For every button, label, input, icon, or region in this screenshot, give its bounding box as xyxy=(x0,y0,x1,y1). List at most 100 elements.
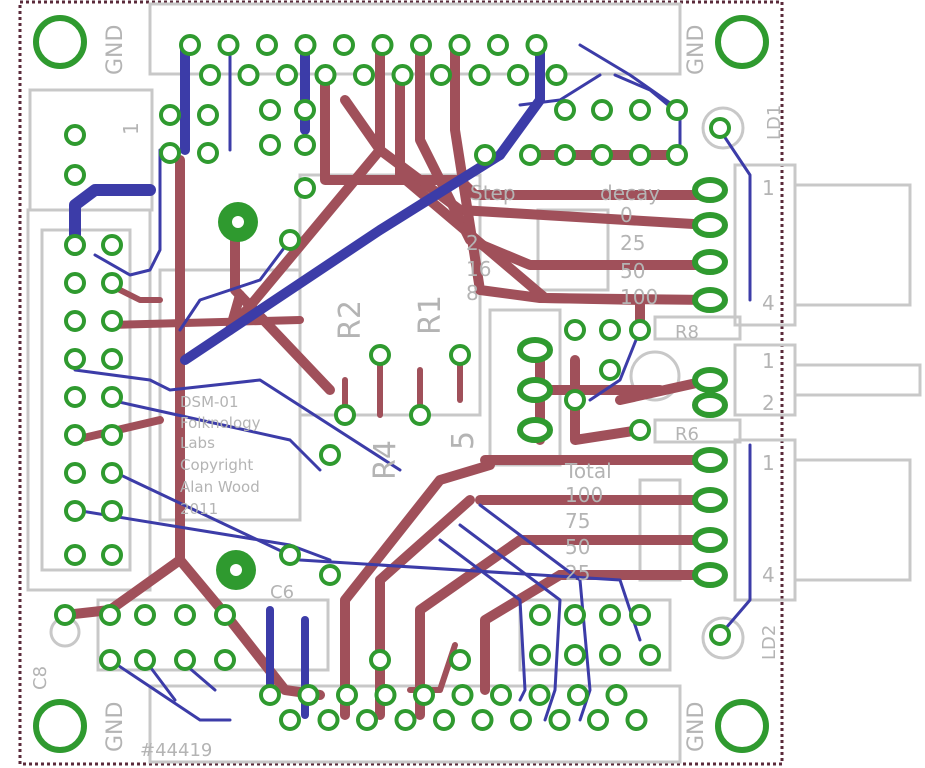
pad xyxy=(629,419,651,441)
total-value-50: 50 xyxy=(565,535,590,559)
conn-top-pin-1: 1 xyxy=(762,176,775,200)
pad xyxy=(179,34,201,56)
pad xyxy=(451,684,474,706)
pad xyxy=(413,684,435,706)
pad xyxy=(334,404,356,426)
pad xyxy=(449,344,471,366)
part-number: #44419 xyxy=(140,740,212,761)
connector-pad xyxy=(692,367,728,393)
pad xyxy=(507,64,529,86)
pad xyxy=(64,424,86,446)
pad xyxy=(625,709,648,731)
pad xyxy=(101,310,123,332)
pad xyxy=(101,272,123,294)
pad xyxy=(468,64,491,86)
label-r8: R8 xyxy=(675,322,699,343)
pad xyxy=(564,604,586,626)
pad xyxy=(294,34,317,56)
pad xyxy=(430,64,452,86)
pad xyxy=(371,34,394,56)
pad xyxy=(564,319,586,341)
pad xyxy=(314,64,337,86)
pad xyxy=(101,544,123,566)
pad xyxy=(174,649,196,671)
pad xyxy=(64,544,86,566)
pad xyxy=(639,644,661,666)
pad xyxy=(237,64,260,86)
mounting-holes xyxy=(33,15,769,753)
silkscreen-outlines xyxy=(26,2,922,764)
pad xyxy=(709,117,731,139)
pad xyxy=(101,462,123,484)
conn-mid-pin-1: 1 xyxy=(762,349,775,373)
pad xyxy=(394,709,417,731)
connector-pad xyxy=(692,287,728,313)
pad xyxy=(259,684,281,706)
pad xyxy=(666,144,688,166)
pad xyxy=(599,644,621,666)
pad xyxy=(64,500,86,522)
conn-bot-pin-1: 1 xyxy=(762,451,775,475)
pad xyxy=(605,684,628,706)
pad xyxy=(353,64,375,86)
connector-pad xyxy=(692,562,728,588)
pad xyxy=(217,34,240,56)
pad xyxy=(629,144,651,166)
pad xyxy=(591,99,613,121)
pad xyxy=(64,310,86,332)
pad xyxy=(599,604,621,626)
pad xyxy=(64,164,86,186)
bottom-copper-traces xyxy=(69,40,752,722)
pad xyxy=(525,34,548,56)
label-c6: C6 xyxy=(270,582,294,603)
pad xyxy=(629,319,651,341)
label-r2: R2 xyxy=(333,300,368,340)
connector-pad xyxy=(692,177,728,203)
gnd-label-top-right: GND xyxy=(684,25,709,75)
label-ld1: LD1 xyxy=(764,105,785,140)
pad xyxy=(529,644,551,666)
conn-mid-pin-2: 2 xyxy=(762,391,775,415)
pad xyxy=(64,348,86,370)
pad xyxy=(471,709,494,731)
board-outline xyxy=(18,0,784,766)
pad xyxy=(64,124,86,146)
pad xyxy=(510,709,532,731)
total-header: Total xyxy=(564,459,612,483)
pad xyxy=(199,64,221,86)
pad xyxy=(279,709,301,731)
pad xyxy=(709,624,731,646)
pad xyxy=(134,649,156,671)
pad xyxy=(599,319,621,341)
pad xyxy=(599,359,621,381)
step-value-25: 25 xyxy=(620,231,645,255)
pad xyxy=(99,604,121,626)
pad xyxy=(159,104,181,126)
label-connector-1: 1 xyxy=(119,122,143,135)
step-number-2: 2 xyxy=(466,231,479,255)
total-value-25: 25 xyxy=(565,561,590,585)
connector-pad xyxy=(517,377,553,403)
pad xyxy=(319,444,341,466)
connector-pad xyxy=(517,417,553,443)
pad xyxy=(448,34,471,56)
step-number-16: 16 xyxy=(466,257,491,281)
step-number-8: 8 xyxy=(466,281,479,305)
pad xyxy=(519,144,541,166)
pad xyxy=(629,99,651,121)
pad xyxy=(564,389,586,411)
pad xyxy=(487,34,509,56)
pad xyxy=(567,684,589,706)
pad xyxy=(297,684,320,706)
pad xyxy=(666,99,688,121)
conn-bot-pin-4: 4 xyxy=(762,563,775,587)
credit-line-4: Copyright xyxy=(180,456,253,474)
pad xyxy=(529,604,551,626)
pad xyxy=(54,604,76,626)
credit-line-5: Alan Wood xyxy=(180,478,260,496)
pad xyxy=(101,348,123,370)
pads xyxy=(54,34,731,731)
total-value-100: 100 xyxy=(565,483,603,507)
pad xyxy=(409,404,431,426)
connector-pad xyxy=(517,337,553,363)
